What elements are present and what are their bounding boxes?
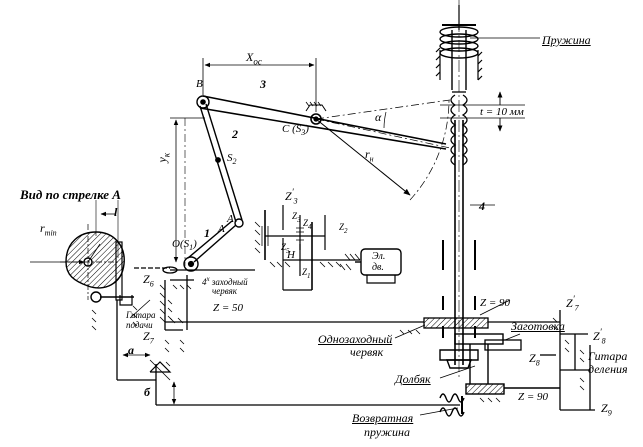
worm-shaft	[134, 266, 255, 321]
connecting-rod-2	[199, 103, 244, 228]
worm4-label-2: червяк	[212, 286, 237, 296]
z1-label: Z1	[302, 267, 311, 280]
z8-prime-label: Z′8	[593, 327, 606, 346]
point-a-top-label: A	[227, 213, 234, 225]
dim-yk	[170, 117, 205, 266]
alpha-label: α	[375, 110, 382, 124]
cutter-label: Долбяк	[395, 372, 431, 386]
z9-label: Z9	[601, 401, 612, 418]
div-guitar-label-2: деления	[588, 362, 628, 376]
cam-view	[30, 200, 138, 331]
z5-label: Z5	[281, 242, 290, 255]
point-s2-label: S2	[227, 152, 237, 167]
z6-label: Z6	[143, 272, 154, 289]
z7-prime-label: Z′7	[566, 294, 579, 313]
return-spring-label-2: пружина	[364, 425, 410, 439]
z90-lower-label: Z = 90	[518, 391, 549, 403]
point-h-label: H	[287, 249, 295, 261]
feed-guitar-label-1: Гитара	[126, 310, 156, 320]
rack-teeth	[450, 91, 468, 166]
top-spring	[439, 26, 479, 59]
dim-b-label: б	[144, 385, 150, 399]
view-title: Вид по стрелке А	[20, 187, 121, 202]
return-spring-label-1: Возвратная	[352, 411, 414, 425]
crank-1	[183, 220, 237, 272]
div-guitar-label-1: Гитара	[588, 349, 628, 363]
rn-label: rн	[365, 147, 374, 164]
pitch-label: t = 10 мм	[480, 106, 524, 118]
return-spring	[439, 393, 465, 417]
xos-label: Xос	[246, 50, 262, 67]
motor-label-1: Эл.	[372, 251, 386, 262]
part-2-label: 2	[232, 127, 238, 141]
z8-label: Z8	[529, 351, 540, 368]
leader-lines	[129, 37, 540, 416]
construction-lines	[315, 91, 525, 201]
cutter-block	[484, 339, 522, 351]
z3-prime-label: Z′3	[285, 187, 298, 206]
lower-linkage	[116, 300, 460, 406]
z4-label: Z4	[303, 218, 312, 231]
point-o1-label: O(S1)	[172, 238, 197, 253]
blank-table	[454, 333, 560, 403]
point-a-left-label: A	[218, 223, 225, 235]
blank-label: Заготовка	[511, 319, 565, 333]
z50-label: Z = 50	[213, 302, 244, 314]
rmin-label: rmin	[40, 221, 57, 238]
z3-label: Z3	[292, 211, 301, 224]
part-4-label: 4	[479, 199, 485, 213]
spring-label: Пружина	[542, 33, 591, 47]
dim-l-label: l	[114, 205, 118, 219]
gear-train	[254, 205, 361, 291]
single-worm-label-2: червяк	[350, 345, 384, 359]
z2-label: Z2	[339, 222, 348, 235]
part-1-label: 1	[204, 226, 210, 240]
point-c-label: C (S3)	[282, 123, 309, 138]
yk-label: yк	[155, 152, 172, 163]
motor-label-2: дв.	[372, 262, 384, 273]
lever-3	[196, 95, 447, 150]
dim-xos	[202, 58, 317, 112]
dim-a-label: а	[128, 343, 134, 357]
feed-guitar-label-2: подачи	[126, 320, 153, 330]
worm4-label-1: 4х заходный	[202, 275, 248, 287]
electric-motor	[355, 248, 402, 284]
part-3-label: 3	[260, 77, 266, 91]
division-guitar	[540, 310, 595, 411]
feed-drive	[159, 275, 390, 331]
single-worm-label-1: Однозаходный	[318, 332, 393, 346]
z7-label: Z7	[143, 329, 154, 346]
z90-upper-label: Z = 90	[480, 297, 511, 309]
point-b-label: B	[196, 78, 203, 90]
worm-wheel-upper	[390, 317, 560, 335]
